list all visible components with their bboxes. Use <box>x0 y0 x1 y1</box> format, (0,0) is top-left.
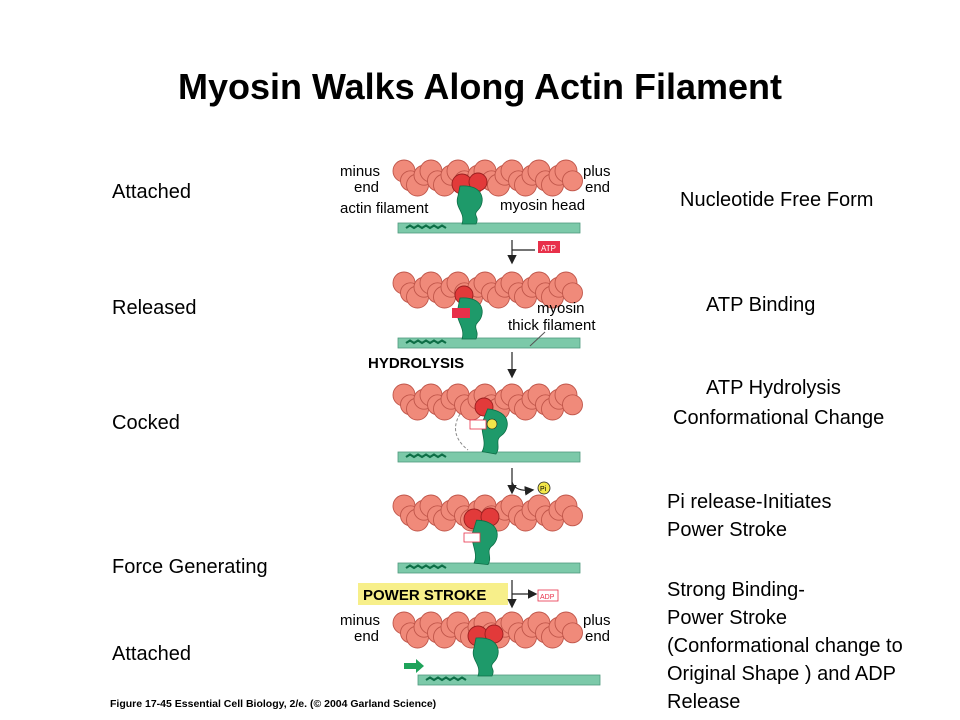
power-stroke-highlight <box>358 583 508 605</box>
desc-nucleotide-free: Nucleotide Free Form <box>680 189 874 211</box>
state-label-attached-final: Attached <box>112 643 191 665</box>
movement-arrow <box>404 659 424 673</box>
actin-monomer <box>562 282 583 304</box>
desc-pi-release-line2: Power Stroke <box>667 519 788 541</box>
atp-badge-in <box>538 241 560 253</box>
plus-end-label-bottom-2: end <box>585 628 610 645</box>
myosin-tail <box>405 339 447 345</box>
myosin-head <box>471 519 498 566</box>
adp-badge-out <box>537 589 559 602</box>
state-label-cocked: Cocked <box>112 412 180 434</box>
myosin-tail <box>405 224 447 230</box>
minus-end-label-2: end <box>354 179 379 196</box>
desc-pi-release-line1: Pi release-Initiates <box>667 491 832 513</box>
myosin-head <box>472 637 499 677</box>
desc-pi-release: Pi release-Initiates Power Stroke <box>667 488 832 544</box>
myosin-label: myosin <box>537 300 585 317</box>
desc-atp-binding: ATP Binding <box>706 294 816 316</box>
desc-strong-line4: Original Shape ) and ADP <box>667 663 897 685</box>
thick-filament-label: thick filament <box>508 317 596 334</box>
figure-caption: Figure 17-45 Essential Cell Biology, 2/e… <box>110 698 437 710</box>
thick-filament <box>397 222 581 234</box>
actin-monomer <box>562 394 583 416</box>
minus-end-label: minus <box>340 163 380 180</box>
myosin-head <box>456 297 483 340</box>
atp-badge-in-text: ATP <box>541 244 556 253</box>
myosin-head-label: myosin head <box>500 197 585 214</box>
minus-end-label-bottom-2: end <box>354 628 379 645</box>
state-label-force-generating: Force Generating <box>112 556 268 578</box>
myosin-tail <box>425 676 467 682</box>
thick-filament <box>397 562 581 574</box>
desc-strong-line1: Strong Binding- <box>667 579 805 601</box>
power-stroke-label: POWER STROKE <box>363 587 486 604</box>
thick-filament <box>397 337 581 349</box>
pi-badge-out-text: Pi <box>540 486 547 493</box>
previous-position-outline <box>455 413 469 451</box>
thick-filament <box>417 674 601 686</box>
adp-bound <box>463 532 481 543</box>
thick-filament <box>397 451 581 463</box>
myosin-panels <box>392 159 601 686</box>
desc-strong-line5: Release <box>667 691 741 713</box>
atp-bound <box>452 308 470 318</box>
myosin-tail <box>405 453 447 459</box>
desc-atp-hydrolysis: ATP Hydrolysis <box>706 377 841 399</box>
pi-bound <box>486 418 498 430</box>
desc-strong-line3: (Conformational change to <box>667 635 903 657</box>
state-label-released: Released <box>112 297 197 319</box>
adp-bound <box>469 419 487 430</box>
hydrolysis-label: HYDROLYSIS <box>368 355 464 372</box>
actin-monomer <box>562 505 583 527</box>
actin-filament-label: actin filament <box>340 200 429 217</box>
desc-conformational-change: Conformational Change <box>673 407 885 429</box>
adp-badge-out-text: ADP <box>540 594 555 601</box>
plus-end-label-2: end <box>585 179 610 196</box>
myosin-head <box>456 185 483 225</box>
pi-badge-out <box>537 481 551 495</box>
desc-strong-binding: Strong Binding- Power Stroke (Conformati… <box>667 576 903 716</box>
plus-end-label: plus <box>583 163 611 180</box>
page-title: Myosin Walks Along Actin Filament <box>177 66 783 107</box>
desc-strong-line2: Power Stroke <box>667 607 788 629</box>
actin-monomer <box>562 622 583 644</box>
state-label-attached: Attached <box>112 181 191 203</box>
myosin-head <box>481 408 508 455</box>
minus-end-label-bottom: minus <box>340 612 380 629</box>
myosin-tail <box>405 564 447 570</box>
actin-monomer <box>562 170 583 192</box>
plus-end-label-bottom: plus <box>583 612 611 629</box>
